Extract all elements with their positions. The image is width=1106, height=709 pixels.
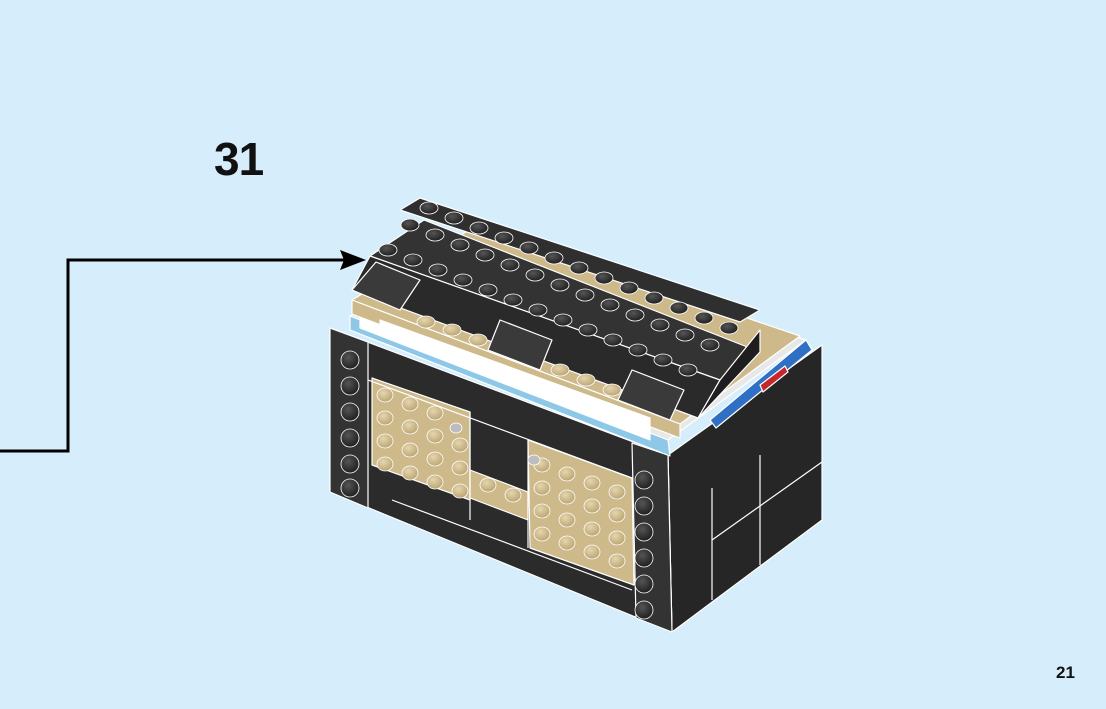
page-number: 21 [1056, 663, 1075, 682]
callout-arrow-icon [0, 250, 366, 453]
hinge-studs [449, 422, 541, 466]
front-panel-studs [376, 387, 626, 569]
lid-studs [378, 201, 739, 377]
corner-studs [340, 350, 654, 620]
step-number: 31 [214, 133, 264, 185]
ledge-studs [416, 315, 622, 397]
